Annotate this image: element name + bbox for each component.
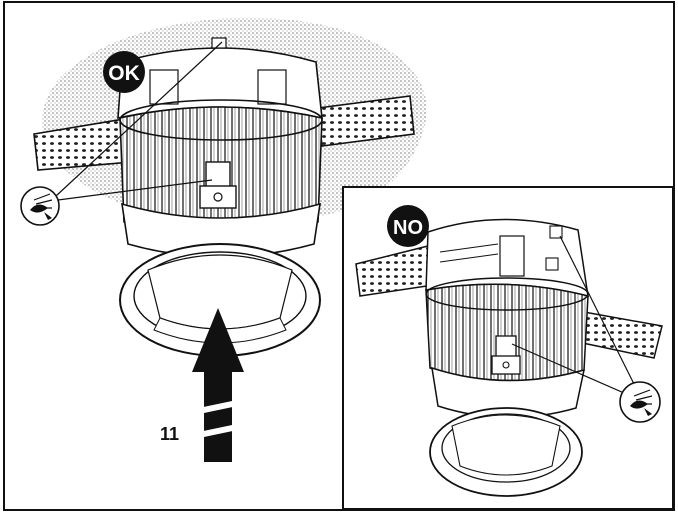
ok-illustration [33,17,427,462]
ok-badge-label: OK [108,62,140,85]
push-up-arrow [192,308,244,462]
step-number: 11 [160,424,179,444]
housing-latch-top [211,37,227,49]
eye-inspection-icon [619,381,661,423]
eye-inspection-icon [20,186,60,226]
no-badge-label: NO [393,217,423,239]
no-illustration [355,218,663,497]
no-badge: NO [387,205,429,247]
ok-badge: OK [103,51,145,93]
